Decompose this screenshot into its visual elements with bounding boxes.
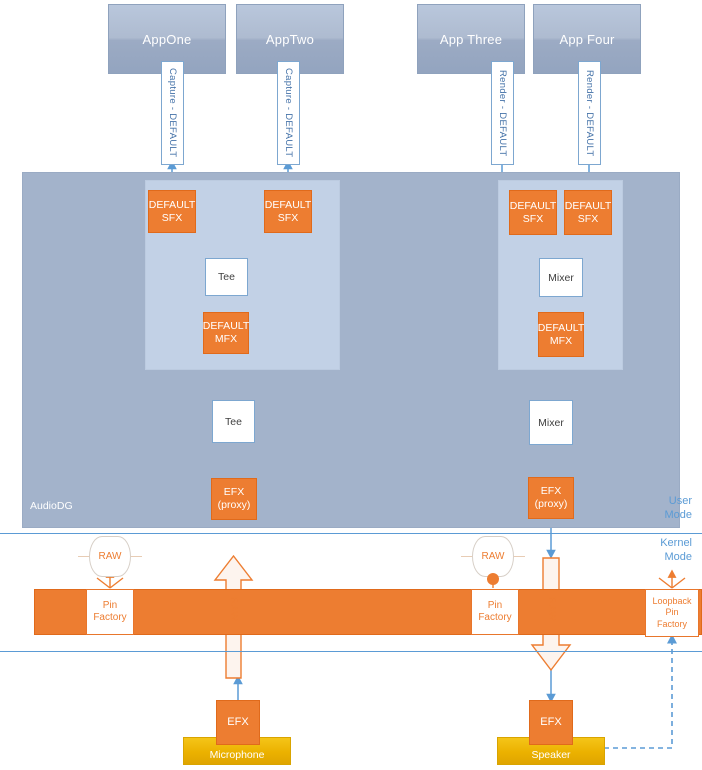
raw-capture-arrow-label: RAW [228, 597, 239, 622]
raw-shape-render[interactable]: RAW [472, 536, 514, 577]
stream-label: Capture - DEFAULT [167, 68, 178, 158]
device-label: Speaker [531, 749, 571, 761]
raw-label: RAW [481, 551, 505, 562]
stream-box-render-appfour[interactable]: Render - DEFAULT [578, 61, 601, 165]
render-default-sfx-left[interactable]: DEFAULT SFX [509, 190, 557, 235]
box-line-1: EFX [223, 486, 245, 499]
render-mixer-inner[interactable]: Mixer [539, 258, 583, 297]
app-label: App Four [559, 31, 615, 47]
box-line-1: DEFAULT [202, 320, 250, 333]
kernel-mode-label: Kernel Mode [620, 537, 692, 565]
kernel-mode-line-2: Mode [664, 550, 692, 563]
capture-default-mfx[interactable]: DEFAULT MFX [203, 312, 249, 354]
pin-line-1: Pin [487, 599, 503, 611]
raw-shape-capture[interactable]: RAW [89, 536, 131, 577]
box-line-2: SFX [577, 212, 599, 225]
app-label: App Three [439, 31, 503, 47]
capture-efx-proxy[interactable]: EFX (proxy) [211, 478, 257, 520]
raw-capture-left-stub [78, 556, 90, 557]
box-line-2: (proxy) [534, 498, 568, 510]
box-label: Mixer [538, 416, 564, 429]
user-mode-label: User Mode [620, 495, 692, 523]
box-line-2: SFX [277, 211, 299, 224]
user-kernel-divider-top [0, 533, 702, 534]
kernel-driver-band [34, 589, 702, 635]
capture-tee-outer[interactable]: Tee [212, 400, 255, 443]
box-label: Tee [218, 271, 235, 283]
user-kernel-divider-bottom [0, 651, 702, 652]
box-line-2: MFX [549, 334, 573, 347]
render-default-mfx[interactable]: DEFAULT MFX [538, 312, 584, 357]
device-microphone[interactable]: Microphone [183, 737, 291, 765]
speaker-efx[interactable]: EFX [529, 700, 573, 745]
pin-factory-render[interactable]: Pin Factory [471, 589, 519, 635]
pin-line-2: Factory [478, 612, 512, 623]
box-label: Mixer [548, 271, 574, 284]
box-line-1: DEFAULT [564, 199, 612, 212]
box-line-1: DEFAULT [264, 198, 312, 211]
box-line-1: DEFAULT [148, 198, 196, 211]
render-mixer-outer[interactable]: Mixer [529, 400, 573, 445]
raw-label: RAW [98, 551, 122, 562]
render-default-sfx-right[interactable]: DEFAULT SFX [564, 190, 612, 235]
pin-factory-capture[interactable]: Pin Factory [86, 589, 134, 635]
audiodg-label: AudioDG [30, 500, 73, 512]
app-box-appfour[interactable]: App Four [533, 4, 641, 74]
loopback-line-1: Loopback [652, 596, 692, 607]
pin-line-1: Pin [102, 599, 118, 611]
raw-capture-right-stub [130, 556, 142, 557]
capture-default-sfx-left[interactable]: DEFAULT SFX [148, 190, 196, 233]
loopback-line-2: Pin [665, 607, 679, 618]
box-line-2: SFX [522, 212, 544, 225]
loopback-dashed-path [604, 634, 678, 749]
box-line-1: EFX [540, 715, 562, 728]
device-label: Microphone [209, 749, 265, 761]
box-line-2: SFX [161, 211, 183, 224]
capture-default-sfx-right[interactable]: DEFAULT SFX [264, 190, 312, 233]
stream-label: Render - DEFAULT [584, 69, 595, 157]
box-line-2: MFX [214, 333, 238, 345]
raw-render-left-stub [461, 556, 473, 557]
raw-render-arrow-label: RAW [546, 597, 557, 622]
box-label: Tee [225, 415, 242, 428]
stream-box-capture-apptwo[interactable]: Capture - DEFAULT [277, 61, 300, 165]
box-line-1: EFX [540, 485, 562, 498]
box-line-1: EFX [227, 715, 249, 728]
user-mode-line-2: Mode [664, 508, 692, 521]
stream-box-capture-appone[interactable]: Capture - DEFAULT [161, 61, 184, 165]
loopback-line-3: Factory [656, 618, 687, 629]
raw-render-right-stub [513, 556, 525, 557]
raw-render-connector-dot [487, 573, 499, 585]
box-line-2: (proxy) [217, 499, 251, 511]
box-line-1: DEFAULT [509, 199, 557, 212]
user-mode-line-1: User [668, 495, 692, 507]
kernel-mode-line-1: Kernel [660, 537, 692, 549]
stream-label: Capture - DEFAULT [283, 68, 294, 158]
stream-label: Render - DEFAULT [497, 69, 508, 157]
microphone-efx[interactable]: EFX [216, 700, 260, 745]
app-label: AppTwo [265, 31, 315, 47]
box-line-1: DEFAULT [537, 321, 585, 334]
app-label: AppOne [142, 31, 192, 47]
render-efx-proxy[interactable]: EFX (proxy) [528, 477, 574, 519]
loopback-pin-factory[interactable]: Loopback Pin Factory [645, 589, 699, 637]
stream-box-render-appthree[interactable]: Render - DEFAULT [491, 61, 514, 165]
pin-line-2: Factory [93, 612, 127, 623]
capture-tee-inner[interactable]: Tee [205, 258, 248, 296]
